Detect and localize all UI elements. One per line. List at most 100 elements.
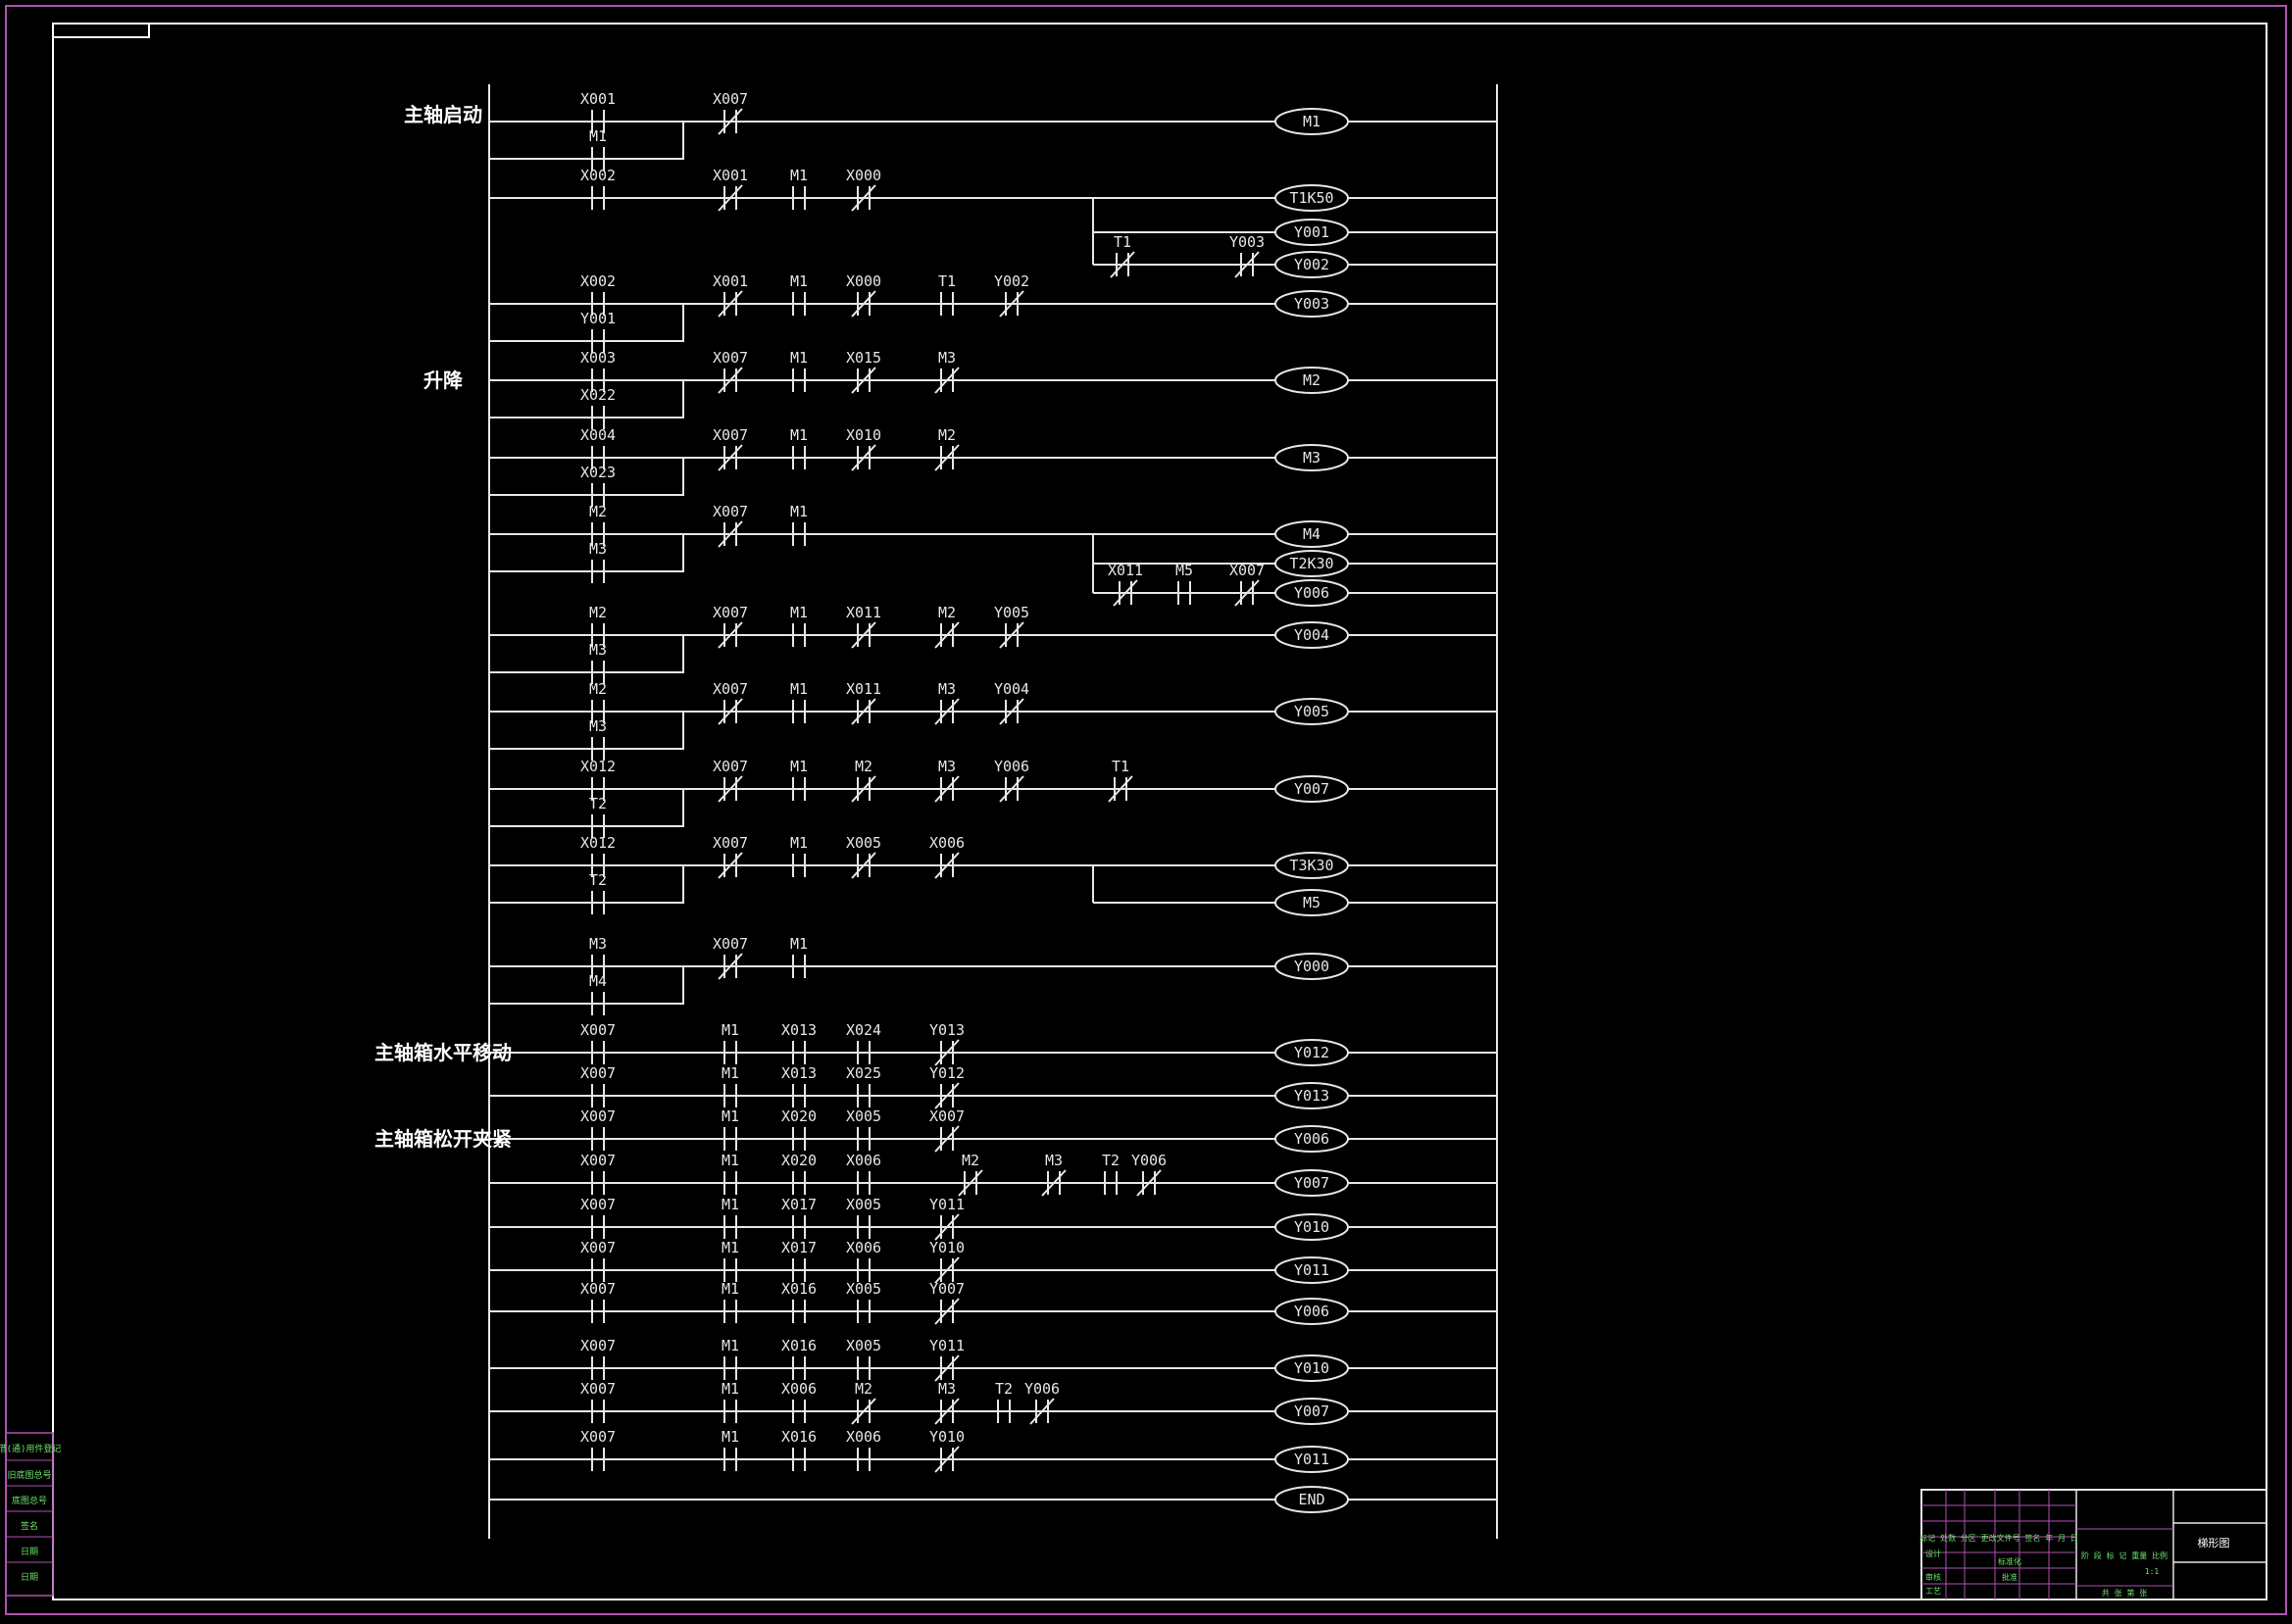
contact-label: T1 (938, 272, 956, 290)
contact-label: X016 (781, 1337, 817, 1354)
coil-label: M5 (1303, 894, 1320, 911)
contact-label: X010 (846, 426, 881, 444)
contact-no: M1 (589, 127, 607, 171)
contact-label: X011 (846, 680, 881, 698)
contact-label: M1 (722, 1280, 739, 1298)
contact-nc: X010 (846, 426, 881, 471)
contact-label: M2 (855, 758, 872, 775)
contact-label: M3 (589, 935, 607, 953)
coil: M4 (1274, 520, 1349, 548)
contact-label: X001 (713, 272, 748, 290)
contact-label: M1 (722, 1428, 739, 1446)
contact-label: M1 (790, 604, 808, 621)
contact-label: X007 (713, 90, 748, 108)
contact-no: X023 (580, 464, 616, 507)
contact-label: Y005 (994, 604, 1029, 621)
coil-label: Y002 (1294, 256, 1329, 273)
contact-label: M2 (962, 1152, 979, 1169)
coil-label: Y001 (1294, 223, 1329, 241)
section-label: 主轴启动 (404, 103, 482, 126)
contact-no: X002 (580, 167, 616, 210)
contact-label: M1 (722, 1337, 739, 1354)
title-scale: 1:1 (2145, 1567, 2160, 1576)
contact-no: X007 (580, 1280, 616, 1323)
contact-label: X007 (713, 503, 748, 520)
contact-no: X006 (846, 1428, 881, 1471)
contact-label: M1 (790, 349, 808, 367)
contact-label: X007 (580, 1152, 616, 1169)
contact-label: X011 (1108, 562, 1143, 579)
contact-label: M2 (589, 503, 607, 520)
contact-no: X001 (580, 90, 616, 133)
contact-label: X007 (713, 604, 748, 621)
contact-label: Y006 (1024, 1380, 1060, 1398)
contact-label: Y013 (929, 1021, 965, 1039)
coil-label: Y004 (1294, 626, 1329, 644)
contact-no: X025 (846, 1064, 881, 1107)
contact-nc: M2 (958, 1152, 983, 1197)
contact-no: X007 (580, 1107, 616, 1151)
coil: Y003 (1274, 290, 1349, 318)
contact-no: X017 (781, 1196, 817, 1239)
contact-label: Y010 (929, 1239, 965, 1256)
contact-nc: M2 (934, 604, 960, 649)
section-label: 主轴箱水平移动 (374, 1041, 512, 1064)
contact-nc: M3 (1041, 1152, 1067, 1197)
contact-label: X007 (713, 349, 748, 367)
contact-nc: T1 (1110, 233, 1135, 278)
contact-no: X002 (580, 272, 616, 316)
coil: Y011 (1274, 1256, 1349, 1284)
coil-label: Y007 (1294, 1403, 1329, 1420)
contact-label: X007 (580, 1428, 616, 1446)
contact-nc: X007 (713, 503, 748, 548)
contact-nc: M3 (934, 758, 960, 803)
contact-label: X007 (713, 834, 748, 852)
contact-no: M1 (722, 1196, 739, 1239)
contact-label: Y007 (929, 1280, 965, 1298)
contact-nc: Y013 (929, 1021, 965, 1066)
contact-label: X013 (781, 1064, 817, 1082)
contact-label: T2 (589, 871, 607, 889)
contact-no: X022 (580, 386, 616, 429)
contact-nc: Y006 (1024, 1380, 1060, 1425)
contact-nc: Y006 (994, 758, 1029, 803)
coil: Y004 (1274, 621, 1349, 649)
contact-label: Y010 (929, 1428, 965, 1446)
contact-label: Y001 (580, 310, 616, 327)
coil: Y007 (1274, 1169, 1349, 1197)
coil-label: M1 (1303, 113, 1320, 130)
contact-label: X007 (713, 680, 748, 698)
contact-label: X007 (580, 1337, 616, 1354)
contact-no: X012 (580, 758, 616, 801)
contact-nc: X001 (713, 272, 748, 318)
contact-nc: X007 (713, 758, 748, 803)
contact-label: Y012 (929, 1064, 965, 1082)
contact-label: X002 (580, 272, 616, 290)
contact-label: T2 (995, 1380, 1013, 1398)
contact-label: Y006 (1131, 1152, 1167, 1169)
contact-label: M3 (938, 1380, 956, 1398)
contact-nc: M3 (934, 1380, 960, 1425)
contact-label: X017 (781, 1196, 817, 1213)
contact-nc: X007 (1229, 562, 1265, 607)
coil: M3 (1274, 444, 1349, 471)
coil-label: M2 (1303, 371, 1320, 389)
contact-no: M1 (722, 1428, 739, 1471)
coil-label: Y006 (1294, 1303, 1329, 1320)
contact-no: M2 (589, 503, 607, 546)
side-panel-item: 签名 (21, 1520, 38, 1532)
coil: M5 (1274, 889, 1349, 916)
contact-label: X015 (846, 349, 881, 367)
contact-no: M1 (722, 1239, 739, 1282)
contact-nc: X007 (713, 604, 748, 649)
contact-nc: X006 (929, 834, 965, 879)
contact-no: X004 (580, 426, 616, 469)
contact-label: X007 (580, 1107, 616, 1125)
contact-label: Y011 (929, 1337, 965, 1354)
coil-label: Y010 (1294, 1218, 1329, 1236)
